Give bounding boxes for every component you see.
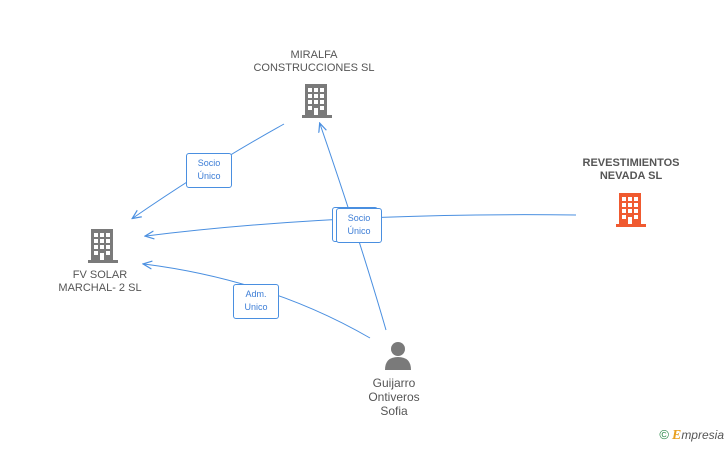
edge-label-line1: Socio	[197, 158, 221, 168]
node-label-revestimientos[interactable]: REVESTIMIENTOS NEVADA SL	[561, 157, 701, 183]
edge-label-line2: Unico	[244, 302, 268, 312]
brand-initial: E	[671, 428, 682, 443]
building-icon[interactable]	[302, 84, 332, 118]
brand-rest: mpresia	[681, 428, 724, 442]
revestimientos-line2: NEVADA SL	[599, 170, 663, 182]
revestimientos-line1: REVESTIMIENTOS	[582, 157, 680, 169]
edge-label-line1: Adm.	[245, 289, 267, 299]
building-icon[interactable]	[88, 229, 118, 263]
miralfa-line1: MIRALFA	[290, 49, 338, 61]
guijarro-line3: Sofia	[380, 404, 408, 418]
building-icon-highlighted[interactable]	[616, 193, 646, 227]
fvsolar-line1: FV SOLAR	[72, 269, 128, 281]
guijarro-line2: Ontiveros	[368, 390, 420, 404]
edge-label-line1: Socio	[347, 213, 371, 223]
node-label-fvsolar[interactable]: FV SOLAR MARCHAL- 2 SL	[40, 269, 160, 295]
edge-label-line2: Único	[197, 171, 221, 181]
empresia-watermark: ©Empresia	[659, 427, 724, 444]
miralfa-line2: CONSTRUCCIONES SL	[253, 62, 375, 74]
guijarro-line1: Guijarro	[372, 376, 416, 390]
edge-label-socio-unico: Socio Único	[336, 208, 382, 243]
copyright-symbol: ©	[659, 427, 669, 442]
person-icon[interactable]	[383, 340, 413, 370]
fvsolar-line2: MARCHAL- 2 SL	[58, 282, 142, 294]
node-label-miralfa[interactable]: MIRALFA CONSTRUCCIONES SL	[244, 49, 384, 75]
node-label-guijarro[interactable]: Guijarro Ontiveros Sofia	[344, 376, 444, 418]
edge-label-adm-unico: Adm. Unico	[233, 284, 279, 319]
edge-label-socio-unico: Socio Único	[186, 153, 232, 188]
edge-label-line2: Único	[347, 226, 371, 236]
